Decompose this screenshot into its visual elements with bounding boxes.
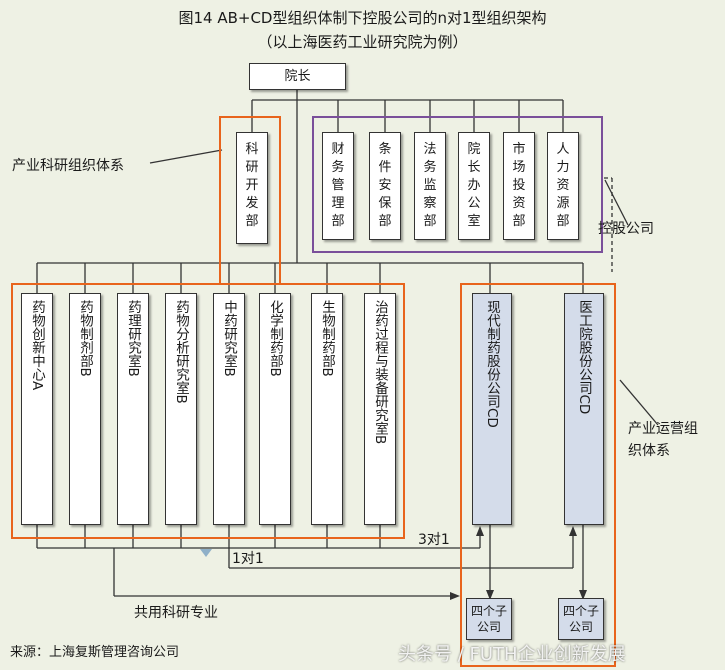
subsidiary-label: 四个子公司 (563, 604, 600, 634)
shared-research-label: 共用科研专业 (134, 605, 218, 621)
subsidiary-box: 四个子公司 (466, 598, 512, 640)
admin-dept-box: 财务管理部 (322, 132, 354, 240)
admin-dept-label: 法务监察部 (423, 142, 437, 229)
rd-dept-label: 科研开发部 (245, 142, 259, 229)
research-unit-label: 药理研究室B (125, 300, 141, 377)
admin-dept-box: 条件安保部 (369, 132, 401, 240)
admin-dept-box: 市场投资部 (503, 132, 535, 240)
admin-dept-box: 人力资源部 (547, 132, 579, 240)
cd-company-box: 医工院股份公司CD (564, 293, 604, 525)
research-unit-label: 药物创新中心A (29, 300, 45, 391)
admin-dept-box: 院长办公室 (458, 132, 490, 240)
research-unit-box: 药物制剂部B (69, 293, 101, 525)
research-unit-label: 中药研究室B (221, 300, 237, 377)
one-to-one-label: 1对1 (232, 551, 264, 567)
cd-company-label: 医工院股份公司CD (576, 300, 592, 415)
rd-dept-box: 科研开发部 (236, 132, 268, 244)
rd-system-label: 产业科研组织体系 (12, 158, 124, 174)
subsidiary-box: 四个子公司 (558, 598, 604, 640)
research-unit-box: 药物创新中心A (21, 293, 53, 525)
admin-dept-label: 市场投资部 (512, 142, 526, 229)
admin-dept-label: 院长办公室 (467, 142, 481, 229)
holding-frame (312, 116, 603, 253)
research-unit-label: 化学制药部B (267, 300, 283, 377)
watermark: 头条号 / FUTH企业创新发展 (398, 644, 626, 665)
source-caption: 来源：上海复斯管理咨询公司 (10, 645, 180, 660)
diagram-subtitle: （以上海医药工业研究院为例） (257, 33, 468, 51)
operations-frame (460, 283, 616, 667)
director-label: 院长 (284, 69, 311, 84)
admin-dept-label: 条件安保部 (378, 142, 392, 229)
research-unit-label: 药物分析研究室B (173, 300, 189, 404)
research-unit-box: 化学制药部B (259, 293, 291, 525)
marker-triangle (200, 549, 212, 557)
research-frame (11, 283, 405, 539)
three-to-one-label: 3对1 (418, 532, 450, 548)
research-unit-label: 药物制剂部B (77, 300, 93, 377)
research-unit-box: 药物分析研究室B (165, 293, 197, 525)
director-box: 院长 (249, 63, 346, 90)
admin-dept-box: 法务监察部 (414, 132, 446, 240)
research-unit-label: 治药过程与装备研究室B (372, 300, 388, 445)
research-unit-box: 治药过程与装备研究室B (364, 293, 396, 525)
diagram-title: 图14 AB+CD型组织体制下控股公司的n对1型组织架构 (178, 9, 547, 27)
operations-system-label: 产业运营组织体系 (628, 421, 698, 459)
rd-frame (219, 116, 281, 284)
research-unit-label: 生物制药部B (319, 300, 335, 377)
research-unit-box: 药理研究室B (117, 293, 149, 525)
admin-dept-label: 人力资源部 (556, 142, 570, 229)
research-unit-box: 生物制药部B (311, 293, 343, 525)
cd-company-box: 现代制药股份公司CD (472, 293, 512, 525)
holding-company-label: 控股公司 (598, 221, 654, 237)
admin-dept-label: 财务管理部 (331, 142, 345, 229)
subsidiary-label: 四个子公司 (471, 604, 508, 634)
cd-company-label: 现代制药股份公司CD (484, 300, 500, 428)
research-unit-box: 中药研究室B (213, 293, 245, 525)
